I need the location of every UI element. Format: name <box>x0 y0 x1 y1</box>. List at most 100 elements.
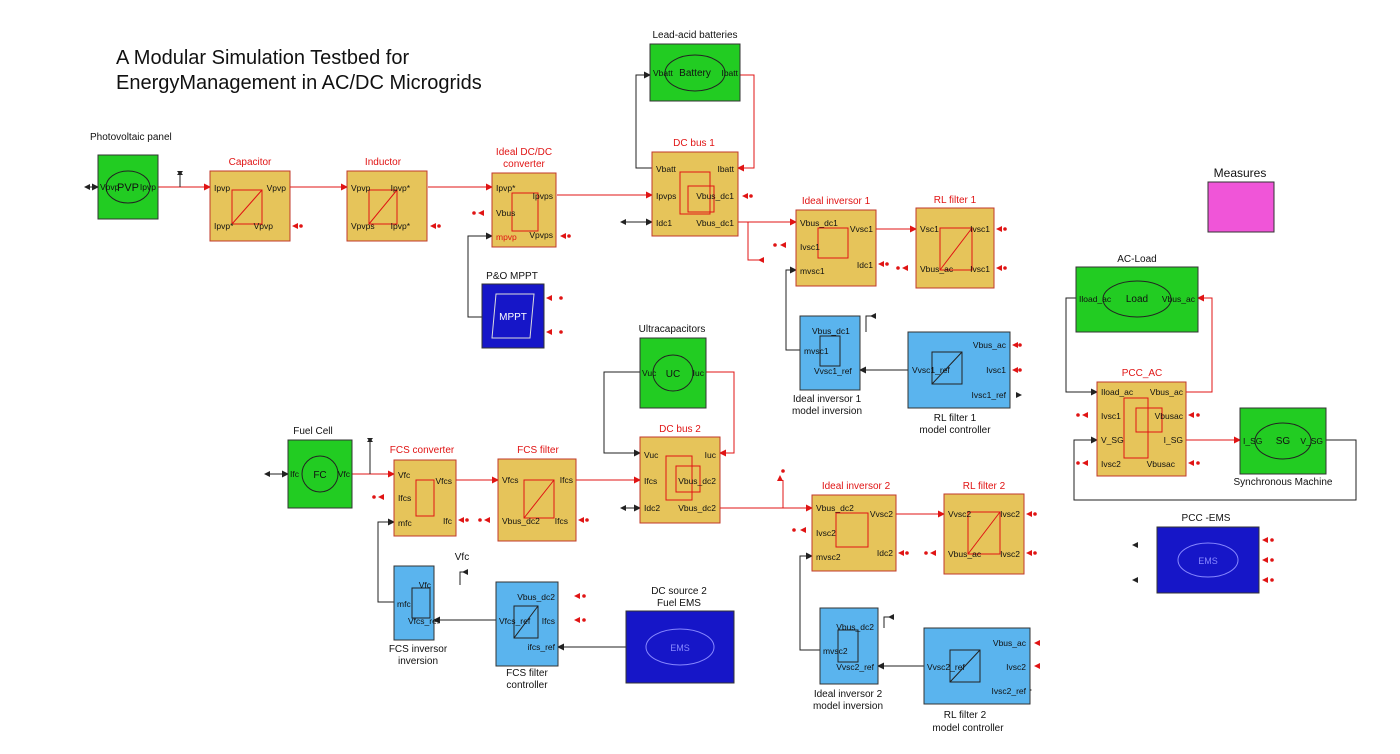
inv1-inversion-label-2: model inversion <box>792 406 862 417</box>
inv2-inversion-port-3: Vvsc2_ref <box>836 662 874 672</box>
inversor1-port-in-2: Ivsc1 <box>800 242 820 252</box>
fcs-ctrl-port-in-1: Vfcs_ref <box>499 616 531 626</box>
uc-label: Ultracapacitors <box>639 324 706 335</box>
rl-filter2-label: RL filter 2 <box>963 481 1006 492</box>
rl2-ctrl-port-in: Vvsc2_ref <box>927 662 965 672</box>
dcbus2-label: DC bus 2 <box>659 424 701 435</box>
fuel-ems-label-2: Fuel EMS <box>657 598 701 609</box>
capacitor-block[interactable]: Capacitor Ipvp Ipvp* Vpvp Vpvp <box>209 157 291 242</box>
fuel-cell-port-out: Vfc <box>338 469 351 479</box>
dcbus1-port-out-1: Ibatt <box>717 164 734 174</box>
rl1-ctrl-port-out-1: Vbus_ac <box>973 340 1007 350</box>
dcdc-port-out-1: Ipvps <box>533 191 553 201</box>
inversor1-port-in-1: Vbus_dc1 <box>800 218 838 228</box>
rl-filter1-port-out-1: Ivsc1 <box>970 224 990 234</box>
fcs-ctrl-label-2: controller <box>506 680 548 691</box>
ultracapacitor-block[interactable]: Ultracapacitors Vuc UC Iuc <box>639 324 707 409</box>
capacitor-port-out-1: Vpvp <box>267 183 287 193</box>
rl1-ctrl-port-in: Vvsc1_ref <box>912 365 950 375</box>
inversor1-inversion-block[interactable]: Vbus_dc1 mvsc1 Vvsc1_ref Ideal inversor … <box>792 315 862 417</box>
pcc-ac-port-in-1: Iload_ac <box>1101 387 1134 397</box>
fcs-filter-block[interactable]: FCS filter Vfcs Vbus_dc2 Ifcs Ifcs <box>497 445 577 542</box>
dcbus1-block[interactable]: DC bus 1 Vbatt Ipvps Idc1 Ibatt Vbus_dc1… <box>651 138 739 237</box>
inductor-port-in-2: Vpvps <box>351 221 375 231</box>
dcdc-port-in-1: Ipvp* <box>496 183 516 193</box>
capacitor-port-in-2: Ipvp* <box>214 221 234 231</box>
rl-filter2-block[interactable]: RL filter 2 Vvsc2 Vbus_ac Ivsc2 Ivsc2 <box>943 481 1025 575</box>
dcdc-label-1: Ideal DC/DC <box>496 147 552 158</box>
fcs-filter-port-in-1: Vfcs <box>502 475 519 485</box>
fuel-ems-label-1: DC source 2 <box>651 586 707 597</box>
measures-label: Measures <box>1214 166 1267 180</box>
inversor2-inversion-block[interactable]: Vbus_dc2 mvsc2 Vvsc2_ref Ideal inversor … <box>813 607 883 712</box>
measures-block[interactable]: Measures <box>1207 166 1275 233</box>
mppt-center: MPPT <box>499 312 527 323</box>
dcbus1-port-in-3: Idc1 <box>656 218 672 228</box>
battery-block[interactable]: Lead-acid batteries Vbatt Battery Ibatt <box>649 30 741 102</box>
pcc-ac-block[interactable]: PCC_AC Iload_ac Ivsc1 V_SG Ivsc2 Vbus_ac… <box>1096 368 1187 477</box>
pcc-ac-port-out-2: Vbusac <box>1155 411 1184 421</box>
inversor1-block[interactable]: Ideal inversor 1 Vbus_dc1 Ivsc1 mvsc1 Vv… <box>795 196 877 287</box>
mppt-block[interactable]: P&O MPPT MPPT <box>481 271 545 349</box>
inductor-label: Inductor <box>365 157 402 168</box>
fcs-converter-block[interactable]: FCS converter Vfc Ifcs mfc Vfcs Ifc <box>390 445 457 537</box>
rl1-ctrl-port-out-2: Ivsc1 <box>986 365 1006 375</box>
inv2-inversion-port-2: mvsc2 <box>823 646 848 656</box>
rl1-ctrl-label-1: RL filter 1 <box>934 413 977 424</box>
fcs-filter-controller-block[interactable]: Vbus_dc2 Vfcs_ref Ifcs ifcs_ref FCS filt… <box>495 581 559 691</box>
fcs-inversion-top-label: Vfc <box>455 552 469 563</box>
dcbus2-block[interactable]: DC bus 2 Vuc Ifcs Idc2 Iuc Vbus_dc2 Vbus… <box>639 424 721 524</box>
pcc-ac-label: PCC_AC <box>1122 368 1163 379</box>
inversor2-port-in-1: Vbus_dc2 <box>816 503 854 513</box>
inversor1-port-out-2: Idc1 <box>857 260 873 270</box>
pcc-ac-port-in-3: V_SG <box>1101 435 1124 445</box>
inversor2-block[interactable]: Ideal inversor 2 Vbus_dc2 Ivsc2 mvsc2 Vv… <box>811 481 897 572</box>
inv2-inversion-port-1: Vbus_dc2 <box>836 622 874 632</box>
fcs-inversor-inversion-block[interactable]: Vfc Vfc mfc Vfcs_ref FCS inversor invers… <box>389 552 469 667</box>
dcdc-port-in-3: mpvp <box>496 232 517 242</box>
fuel-ems-block[interactable]: DC source 2 Fuel EMS EMS <box>625 586 735 684</box>
dcbus1-port-out-2: Vbus_dc1 <box>696 191 734 201</box>
dcbus1-port-in-1: Vbatt <box>656 164 676 174</box>
pv-panel-block[interactable]: Photovoltaic panel PVP Vpvp Ipvp <box>90 132 172 220</box>
battery-label: Lead-acid batteries <box>652 30 737 41</box>
rl-filter1-controller-block[interactable]: Vvsc1_ref Vbus_ac Ivsc1 Ivsc1_ref RL fil… <box>907 331 1011 436</box>
battery-port-out: Ibatt <box>721 68 738 78</box>
rl2-ctrl-port-out-2: Ivsc2 <box>1006 662 1026 672</box>
rl-filter1-port-in-2: Vbus_ac <box>920 264 954 274</box>
dcbus2-port-in-1: Vuc <box>644 450 659 460</box>
dcbus2-port-in-3: Idc2 <box>644 503 660 513</box>
rl-filter1-block[interactable]: RL filter 1 Vsc1 Vbus_ac Ivsc1 Ivsc1 <box>915 195 995 289</box>
rl-filter1-port-in-1: Vsc1 <box>920 224 939 234</box>
dcdc-port-out-2: Vpvps <box>529 230 553 240</box>
dcdc-converter-block[interactable]: Ideal DC/DC converter Ipvp* Vbus mpvp Ip… <box>491 147 557 248</box>
dcbus2-port-out-3: Vbus_dc2 <box>678 503 716 513</box>
rl1-ctrl-label-2: model controller <box>919 425 991 436</box>
pcc-ac-port-out-1: Vbus_ac <box>1150 387 1184 397</box>
fuel-cell-block[interactable]: Fuel Cell Ifc FC Vfc <box>287 426 353 509</box>
title-line-1: A Modular Simulation Testbed for <box>116 47 410 69</box>
page-title: A Modular Simulation Testbed for EnergyM… <box>116 46 482 96</box>
fcs-inversion-port-out: Vfc <box>419 580 432 590</box>
ac-load-block[interactable]: AC-Load Iload_ac Load Vbus_ac <box>1075 254 1199 333</box>
fuel-ems-center: EMS <box>670 643 690 653</box>
inv1-inversion-label-1: Ideal inversor 1 <box>793 394 862 405</box>
uc-port-out: Iuc <box>693 368 705 378</box>
inversor2-port-out-1: Vvsc2 <box>870 509 893 519</box>
capacitor-port-out-2: Vpvp <box>254 221 274 231</box>
dcbus2-port-in-2: Ifcs <box>644 476 657 486</box>
rl-filter2-controller-block[interactable]: Vvsc2_ref Vbus_ac Ivsc2 Ivsc2_ref RL fil… <box>923 627 1031 734</box>
dcbus1-port-out-3: Vbus_dc1 <box>696 218 734 228</box>
dcdc-port-in-2: Vbus <box>496 208 515 218</box>
inductor-block[interactable]: Inductor Vpvp Vpvps Ipvp* Ipvp* <box>346 157 428 242</box>
sm-center: SG <box>1276 436 1291 447</box>
pcc-ems-block[interactable]: PCC -EMS EMS <box>1156 513 1260 594</box>
ac-load-port-out: Vbus_ac <box>1162 294 1196 304</box>
mppt-label: P&O MPPT <box>486 271 538 282</box>
fcs-conv-port-in-2: Ifcs <box>398 493 411 503</box>
synchronous-machine-block[interactable]: I_SG SG V_SG Synchronous Machine <box>1234 407 1333 488</box>
battery-port-in: Vbatt <box>653 68 673 78</box>
fcs-inversion-port-in-2: Vfcs_ref <box>408 616 440 626</box>
inv1-inversion-port-3: Vvsc1_ref <box>814 366 852 376</box>
